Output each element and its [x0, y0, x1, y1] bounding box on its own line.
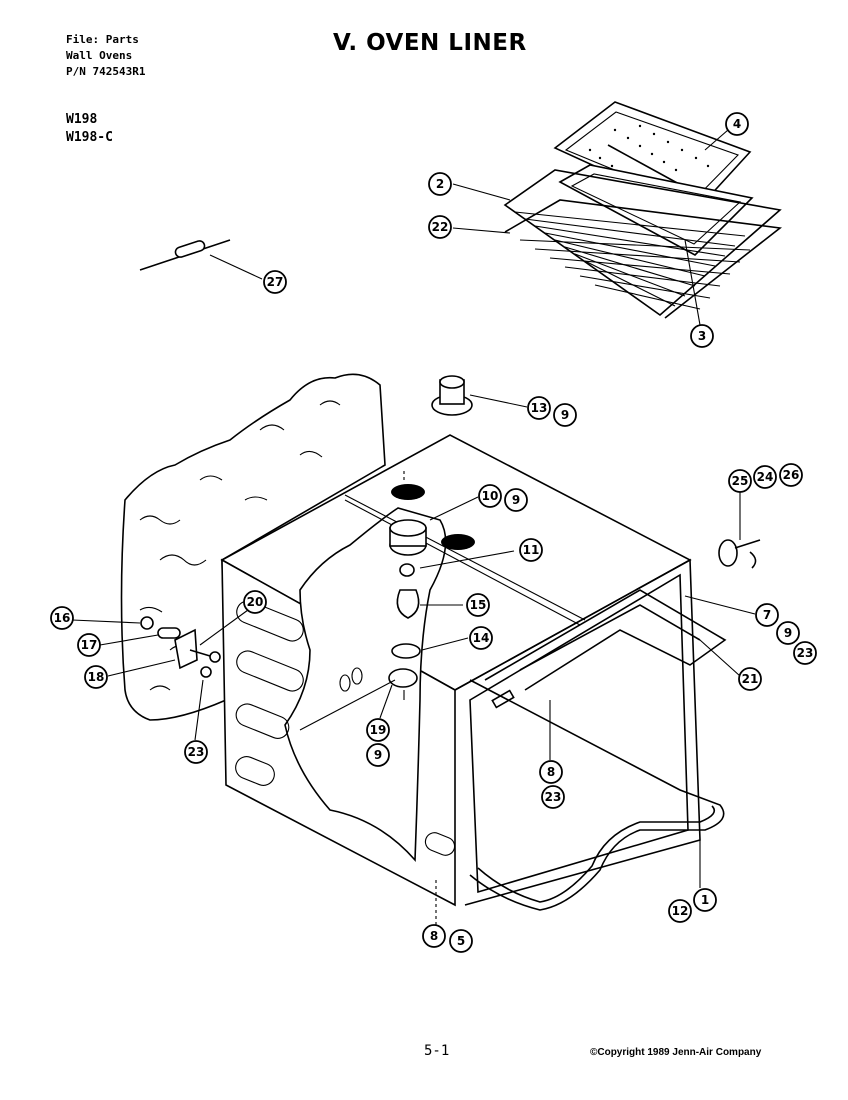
svg-text:15: 15: [470, 598, 487, 612]
svg-text:11: 11: [523, 543, 540, 557]
svg-text:1: 1: [701, 893, 709, 907]
callout-18: 18: [84, 665, 108, 689]
callout-13: 13: [527, 396, 551, 420]
svg-text:8: 8: [547, 765, 555, 779]
callout-14: 14: [469, 626, 493, 650]
svg-text:13: 13: [531, 401, 548, 415]
leader-lines: [71, 129, 756, 925]
svg-text:5: 5: [457, 934, 465, 948]
callout-20: 20: [243, 590, 267, 614]
callout-24: 24: [753, 465, 777, 489]
bake-element: [469, 679, 725, 911]
svg-text:23: 23: [545, 790, 562, 804]
svg-text:19: 19: [370, 723, 387, 737]
callout-11: 11: [519, 538, 543, 562]
callout-4: 4: [725, 112, 749, 136]
part-number-label: P/N 742543R1: [66, 65, 146, 78]
callout-16: 16: [50, 606, 74, 630]
callout-5: 5: [449, 929, 473, 953]
callout-23-element: 23: [541, 785, 565, 809]
svg-text:16: 16: [54, 611, 71, 625]
svg-text:27: 27: [267, 275, 284, 289]
callout-3: 3: [690, 324, 714, 348]
svg-text:25: 25: [732, 474, 749, 488]
callout-27: 27: [263, 270, 287, 294]
svg-text:4: 4: [733, 117, 741, 131]
svg-text:23: 23: [188, 745, 205, 759]
svg-text:14: 14: [473, 631, 490, 645]
broil-element: [484, 589, 727, 709]
callout-21: 21: [738, 667, 762, 691]
callout-19: 19: [366, 718, 390, 742]
svg-text:3: 3: [698, 329, 706, 343]
callout-9-vent: 9: [553, 403, 577, 427]
meat-probe: [139, 239, 231, 271]
callout-10: 10: [478, 484, 502, 508]
svg-text:20: 20: [247, 595, 264, 609]
copyright-notice: ©Copyright 1989 Jenn-Air Company: [590, 1047, 762, 1058]
callout-23-bracket: 23: [184, 740, 208, 764]
broil-pan: [558, 164, 754, 256]
model-number-2: W198-C: [66, 130, 113, 145]
page-title: V. OVEN LINER: [333, 30, 527, 56]
callout-12: 12: [668, 899, 692, 923]
callout-8-element: 8: [539, 760, 563, 784]
element-bracket: [140, 616, 221, 678]
oven-vent: [431, 375, 473, 416]
model-number-1: W198: [66, 112, 98, 127]
file-label: File: Parts: [66, 33, 139, 46]
svg-text:8: 8: [430, 929, 438, 943]
callout-9-broil: 9: [776, 621, 800, 645]
callout-1: 1: [693, 888, 717, 912]
svg-text:17: 17: [81, 638, 98, 652]
callout-15: 15: [466, 593, 490, 617]
svg-text:12: 12: [672, 904, 689, 918]
svg-text:24: 24: [757, 470, 774, 484]
svg-text:9: 9: [512, 493, 520, 507]
svg-text:2: 2: [436, 177, 444, 191]
callout-9-lens: 9: [366, 743, 390, 767]
callout-22: 22: [428, 215, 452, 239]
oven-racks: [503, 169, 783, 319]
callout-2: 2: [428, 172, 452, 196]
svg-text:10: 10: [482, 489, 499, 503]
svg-text:18: 18: [88, 670, 105, 684]
callout-8-liner: 8: [422, 924, 446, 948]
svg-text:9: 9: [374, 748, 382, 762]
svg-text:9: 9: [784, 626, 792, 640]
callout-23-broil: 23: [793, 641, 817, 665]
oven-light-assembly: [388, 519, 427, 700]
svg-text:21: 21: [742, 672, 759, 686]
callout-7: 7: [755, 603, 779, 627]
svg-text:9: 9: [561, 408, 569, 422]
callout-26: 26: [779, 463, 803, 487]
category-label: Wall Ovens: [66, 49, 133, 62]
svg-text:7: 7: [763, 608, 771, 622]
svg-text:22: 22: [432, 220, 449, 234]
callout-17: 17: [77, 633, 101, 657]
callout-25: 25: [728, 469, 752, 493]
callout-9-socket: 9: [504, 488, 528, 512]
svg-text:23: 23: [797, 646, 814, 660]
door-switch: [718, 539, 761, 569]
svg-text:26: 26: [783, 468, 800, 482]
page-number: 5-1: [424, 1043, 450, 1059]
